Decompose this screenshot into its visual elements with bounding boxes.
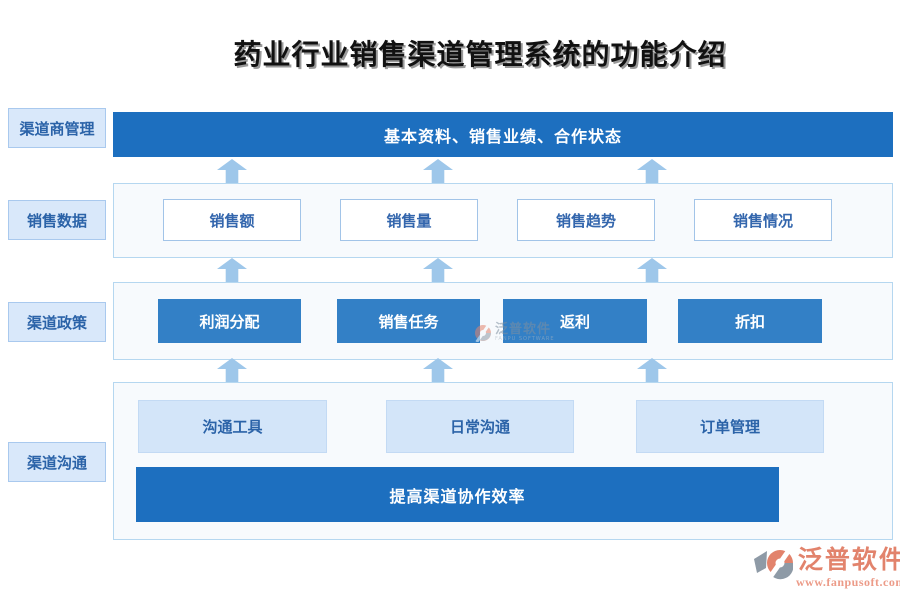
channel-policy-item: 折扣 xyxy=(678,299,822,343)
up-arrow-icon xyxy=(217,258,247,282)
fanpu-watermark-icon xyxy=(475,323,491,342)
sales-data-item: 销售量 xyxy=(340,199,478,241)
up-arrow-icon xyxy=(217,358,247,382)
fanpu-logo-icon xyxy=(754,548,793,580)
brand-website: www.fanpusoft.com xyxy=(796,575,900,589)
watermark-brand: 泛普软件 xyxy=(495,322,552,337)
up-arrow-icon xyxy=(637,159,667,183)
sales-data-item: 销售趋势 xyxy=(517,199,655,241)
channel-comm-item: 日常沟通 xyxy=(386,400,574,453)
channel-policy-item: 利润分配 xyxy=(158,299,301,343)
side-label-channel-comm: 渠道沟通 xyxy=(8,442,106,482)
up-arrow-icon xyxy=(217,159,247,183)
brand-name: 泛普软件 xyxy=(797,547,900,574)
watermark-caption: FANPU SOFTWARE xyxy=(495,336,555,342)
sales-data-item: 销售情况 xyxy=(694,199,832,241)
side-label-sales-data: 销售数据 xyxy=(8,200,106,240)
channel-comm-item: 订单管理 xyxy=(636,400,824,453)
watermark: 泛普软件 FANPU SOFTWARE xyxy=(474,323,555,342)
sales-data-item: 销售额 xyxy=(163,199,301,241)
channel-comm-bar: 提高渠道协作效率 xyxy=(136,467,779,522)
channel-policy-item: 返利 xyxy=(503,299,647,343)
up-arrow-icon xyxy=(637,358,667,382)
up-arrow-icon xyxy=(423,258,453,282)
channel-vendor-bar: 基本资料、销售业绩、合作状态 xyxy=(113,112,893,157)
side-label-channel-vendor: 渠道商管理 xyxy=(8,108,106,148)
footer-logo: 泛普软件 www.fanpusoft.com xyxy=(753,548,900,590)
up-arrow-icon xyxy=(423,358,453,382)
channel-comm-item: 沟通工具 xyxy=(138,400,327,453)
channel-policy-item: 销售任务 xyxy=(337,299,480,343)
page-title: 药业行业销售渠道管理系统的功能介绍 xyxy=(233,40,727,71)
up-arrow-icon xyxy=(423,159,453,183)
up-arrow-icon xyxy=(637,258,667,282)
side-label-channel-policy: 渠道政策 xyxy=(8,302,106,342)
